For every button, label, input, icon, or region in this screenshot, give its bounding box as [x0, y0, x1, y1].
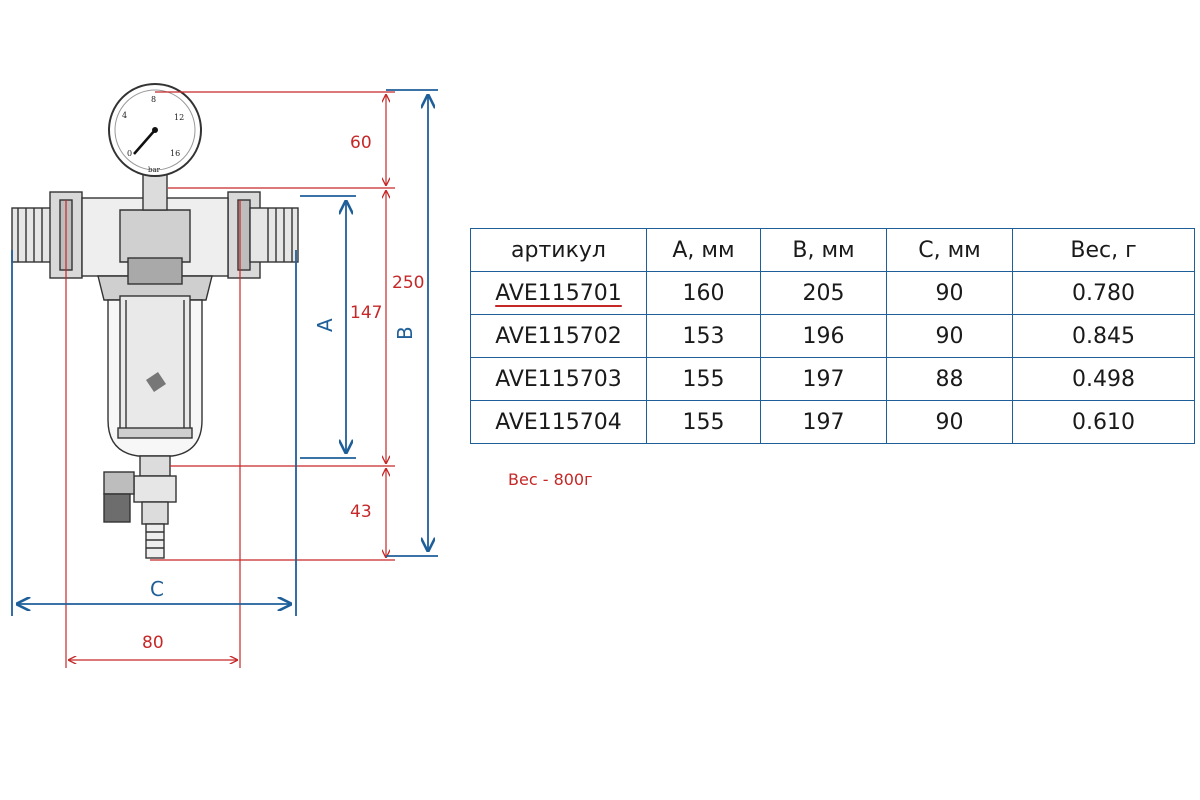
header-a: A, мм [646, 228, 761, 272]
red-dimensions [65, 91, 395, 668]
gauge-scale-4: 4 [122, 111, 127, 120]
cell-article: AVE115704 [470, 400, 647, 444]
gauge-scale-12: 12 [174, 113, 184, 122]
cell-b: 197 [760, 357, 887, 401]
header-c: C, мм [886, 228, 1013, 272]
gauge-scale-0: 0 [127, 149, 132, 158]
gauge-unit-label: bar [148, 166, 161, 174]
dim-label-a: A [313, 318, 337, 332]
cell-a: 155 [646, 357, 761, 401]
cell-weight: 0.610 [1012, 400, 1195, 444]
blue-dimensions [11, 89, 438, 616]
dim-147: 147 [350, 303, 382, 323]
cell-c: 88 [886, 357, 1013, 401]
cell-b: 205 [760, 271, 887, 315]
table-row: AVE115703 155 197 88 0.498 [470, 357, 1195, 401]
cell-weight: 0.780 [1012, 271, 1195, 315]
table-row: AVE115702 153 196 90 0.845 [470, 314, 1195, 358]
cell-weight: 0.845 [1012, 314, 1195, 358]
table-row: AVE115704 155 197 90 0.610 [470, 400, 1195, 444]
cell-c: 90 [886, 400, 1013, 444]
cell-c: 90 [886, 271, 1013, 315]
filter-body [11, 169, 299, 559]
header-weight: Вес, г [1012, 228, 1195, 272]
gauge-scale-16: 16 [170, 149, 180, 158]
dim-bottom-43: 43 [350, 502, 372, 522]
gauge-scale-8: 8 [151, 95, 156, 104]
cell-c: 90 [886, 314, 1013, 358]
header-article: артикул [470, 228, 647, 272]
cell-weight: 0.498 [1012, 357, 1195, 401]
header-b: B, мм [760, 228, 887, 272]
cell-a: 155 [646, 400, 761, 444]
cell-article: AVE115702 [470, 314, 647, 358]
cell-a: 160 [646, 271, 761, 315]
dim-width-80: 80 [142, 633, 164, 653]
spec-table: артикул A, мм B, мм C, мм Вес, г AVE1157… [470, 228, 1195, 444]
dim-label-b: B [393, 326, 417, 340]
dim-label-c: C [150, 577, 164, 601]
dim-total-250: 250 [392, 273, 424, 293]
table-header-row: артикул A, мм B, мм C, мм Вес, г [470, 228, 1195, 272]
article-ave115701: AVE115701 [495, 280, 622, 306]
cell-article: AVE115703 [470, 357, 647, 401]
pressure-gauge: 0 4 8 12 16 bar [108, 83, 202, 177]
cell-a: 153 [646, 314, 761, 358]
dim-top-60: 60 [350, 133, 372, 153]
cell-article: AVE115701 [470, 271, 647, 315]
weight-note: Вес - 800г [508, 470, 593, 489]
table-row: AVE115701 160 205 90 0.780 [470, 271, 1195, 315]
cell-b: 196 [760, 314, 887, 358]
cell-b: 197 [760, 400, 887, 444]
